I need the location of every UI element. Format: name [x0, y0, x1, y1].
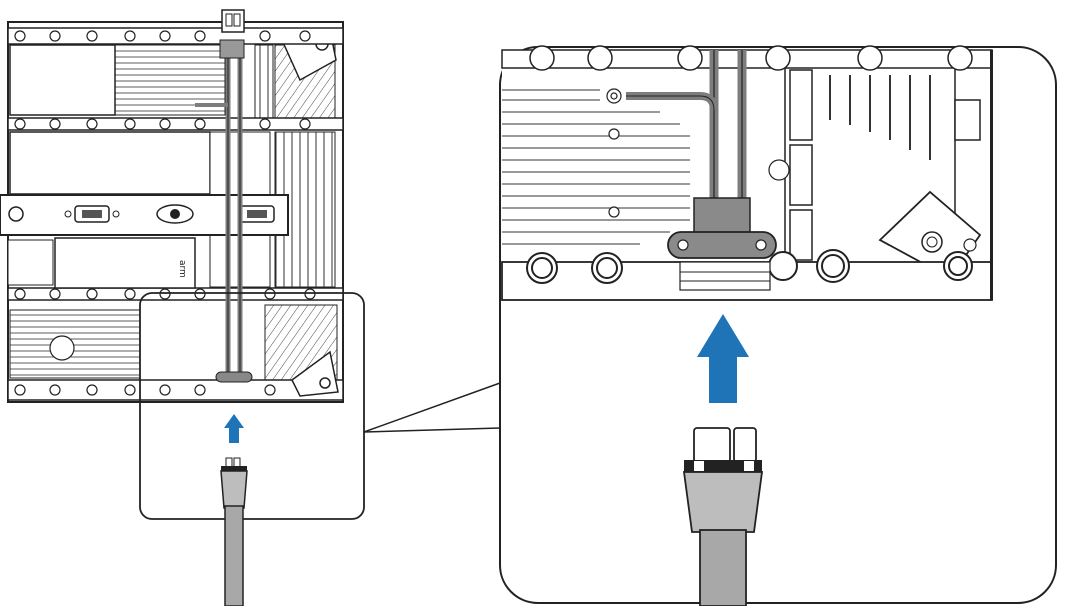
cable-assembly-zoom [626, 50, 777, 259]
vertical-cable-run [195, 9, 253, 383]
zoom-source-box [139, 292, 365, 520]
zoom-line-top [363, 382, 501, 433]
cable-connector-large [682, 427, 764, 606]
insert-arrow-small [224, 414, 244, 443]
module-label: arm [177, 260, 187, 278]
zoomed-detail [499, 45, 1057, 606]
bottom-module [9, 304, 339, 397]
cable-connector-small [220, 457, 248, 606]
top-module [9, 29, 337, 121]
cabinet-bottom-detail [501, 45, 993, 301]
insert-arrow-large [697, 314, 749, 403]
mounting-bar [0, 194, 289, 236]
cabinet-overview: arm [0, 9, 365, 606]
zoom-line-bottom [363, 427, 501, 433]
